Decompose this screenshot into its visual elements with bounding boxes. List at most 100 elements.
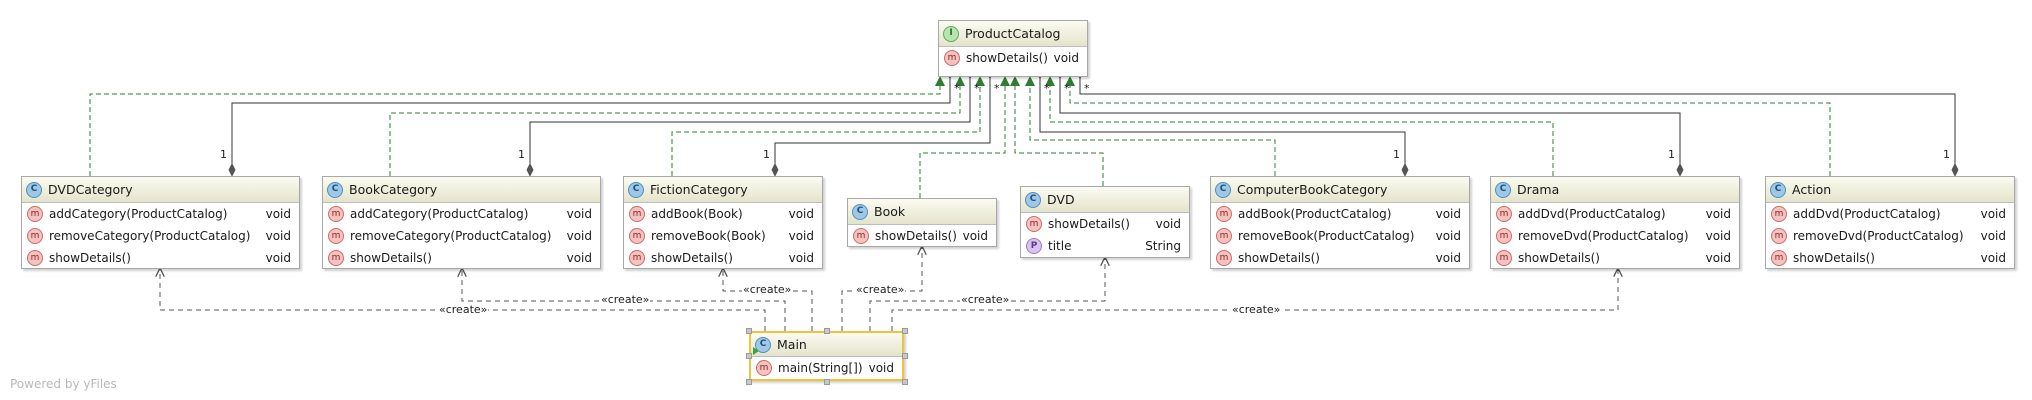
member-type: void <box>1705 229 1731 243</box>
member-type: void <box>1053 51 1079 65</box>
class-name: Action <box>1792 182 1832 197</box>
class-icon: C <box>1215 181 1231 198</box>
resize-handle-nw[interactable] <box>746 328 752 334</box>
class-icon: C <box>327 181 343 198</box>
dvd-class[interactable]: C DVD m showDetails() void P title Strin… <box>1020 186 1190 258</box>
watermark: Powered by yFiles <box>10 377 117 391</box>
member-row[interactable]: m showDetails() void <box>1766 247 2014 269</box>
member-type: void <box>566 229 592 243</box>
method-icon: m <box>1771 250 1787 266</box>
resize-handle-w[interactable] <box>746 353 752 359</box>
implements-edge-fictioncategory <box>671 76 985 176</box>
property-icon: P <box>1026 238 1042 254</box>
member-type: void <box>1705 251 1731 265</box>
implements-edge-dvdcategory <box>89 76 945 176</box>
create-stereotype-label: «create» <box>1231 303 1282 316</box>
class-icon: C <box>1025 191 1041 208</box>
resize-handle-s[interactable] <box>824 379 830 385</box>
member-row[interactable]: m showDetails() void <box>1491 247 1739 269</box>
member-row[interactable]: m addCategory(ProductCatalog) void <box>22 203 299 225</box>
method-icon: m <box>27 228 43 244</box>
multiplicity-label: 1 <box>1943 148 1950 161</box>
book-class[interactable]: C Book m showDetails() void <box>847 198 997 247</box>
member-row[interactable]: m removeCategory(ProductCatalog) void <box>323 225 600 247</box>
member-row[interactable]: m removeCategory(ProductCatalog) void <box>22 225 299 247</box>
class-header: C FictionCategory <box>624 177 822 203</box>
interface-icon: I <box>943 25 959 42</box>
member-row[interactable]: m removeBook(Book) void <box>624 225 822 247</box>
aggregation-edge-computerbookcategory <box>1040 77 1405 176</box>
resize-handle-n[interactable] <box>824 328 830 334</box>
member-row[interactable]: m showDetails() void <box>1211 247 1469 269</box>
aggregation-edge-bookcategory <box>530 77 970 176</box>
member-name: addBook(Book) <box>651 207 743 221</box>
member-type: void <box>868 361 894 375</box>
resize-handle-se[interactable] <box>902 379 908 385</box>
resize-handle-ne[interactable] <box>902 328 908 334</box>
member-row[interactable]: m addDvd(ProductCatalog) void <box>1766 203 2014 225</box>
member-row[interactable]: m showDetails() void <box>624 247 822 269</box>
member-type: void <box>265 251 291 265</box>
dvdcategory-class[interactable]: C DVDCategory m addCategory(ProductCatal… <box>21 176 300 269</box>
create-edge-book <box>841 247 922 331</box>
member-name: showDetails() <box>1238 251 1320 265</box>
member-row[interactable]: m removeDvd(ProductCatalog) void <box>1766 225 2014 247</box>
member-type: void <box>566 251 592 265</box>
member-row[interactable]: m showDetails() void <box>323 247 600 269</box>
member-row[interactable]: m addBook(ProductCatalog) void <box>1211 203 1469 225</box>
class-name: Book <box>874 204 906 219</box>
computerbookcategory-class[interactable]: C ComputerBookCategory m addBook(Product… <box>1210 176 1470 269</box>
member-row[interactable]: m addBook(Book) void <box>624 203 822 225</box>
member-row[interactable]: P title String <box>1021 235 1189 257</box>
class-icon: C <box>852 203 868 220</box>
create-edge-dvdcategory <box>160 269 766 331</box>
member-type: void <box>265 229 291 243</box>
class-icon-letter: C <box>759 339 767 349</box>
productcatalog-interface[interactable]: I ProductCatalog m showDetails() void <box>938 20 1088 77</box>
member-row[interactable]: m showDetails() void <box>848 225 996 247</box>
member-row[interactable]: m removeBook(ProductCatalog) void <box>1211 225 1469 247</box>
member-name: showDetails() <box>49 251 131 265</box>
drama-class[interactable]: C Drama m addDvd(ProductCatalog) void m … <box>1490 176 1740 269</box>
class-name: ComputerBookCategory <box>1237 182 1388 197</box>
member-type: void <box>1980 229 2006 243</box>
multiplicity-label: * <box>974 82 980 95</box>
method-icon: m <box>756 360 772 376</box>
method-icon: m <box>1496 206 1512 222</box>
resize-handle-sw[interactable] <box>746 379 752 385</box>
fictioncategory-class[interactable]: C FictionCategory m addBook(Book) void m… <box>623 176 823 269</box>
action-class[interactable]: C Action m addDvd(ProductCatalog) void m… <box>1765 176 2015 269</box>
member-name: addBook(ProductCatalog) <box>1238 207 1392 221</box>
method-icon: m <box>629 206 645 222</box>
aggregation-edge-dvdcategory <box>232 77 950 176</box>
member-row[interactable]: m showDetails() void <box>1021 213 1189 235</box>
method-icon: m <box>328 250 344 266</box>
member-name: removeBook(Book) <box>651 229 766 243</box>
implements-edge-book <box>919 76 1010 198</box>
create-stereotype-label: «create» <box>438 303 489 316</box>
member-row[interactable]: m main(String[]) void <box>751 357 902 379</box>
class-name: ProductCatalog <box>965 26 1061 41</box>
class-name: DVD <box>1047 192 1075 207</box>
member-row[interactable]: m removeDvd(ProductCatalog) void <box>1491 225 1739 247</box>
member-row[interactable]: m showDetails() void <box>22 247 299 269</box>
member-row[interactable]: m addDvd(ProductCatalog) void <box>1491 203 1739 225</box>
multiplicity-label: 1 <box>763 148 770 161</box>
member-type: void <box>1155 217 1181 231</box>
implements-edge-action <box>1065 76 1831 176</box>
run-marker-icon <box>753 346 759 355</box>
method-icon: m <box>27 250 43 266</box>
member-name: removeDvd(ProductCatalog) <box>1518 229 1689 243</box>
class-header: C BookCategory <box>323 177 600 203</box>
member-row[interactable]: m showDetails() void <box>939 47 1087 69</box>
bookcategory-class[interactable]: C BookCategory m addCategory(ProductCata… <box>322 176 601 269</box>
resize-handle-e[interactable] <box>902 353 908 359</box>
member-type: void <box>788 229 814 243</box>
class-header: C ComputerBookCategory <box>1211 177 1469 203</box>
member-row[interactable]: m addCategory(ProductCatalog) void <box>323 203 600 225</box>
main-class[interactable]: C Main m main(String[]) void <box>749 331 904 381</box>
member-type: void <box>1435 251 1461 265</box>
member-name: showDetails() <box>1793 251 1875 265</box>
create-edge-fictioncategory <box>723 269 813 331</box>
member-name: addCategory(ProductCatalog) <box>49 207 228 221</box>
